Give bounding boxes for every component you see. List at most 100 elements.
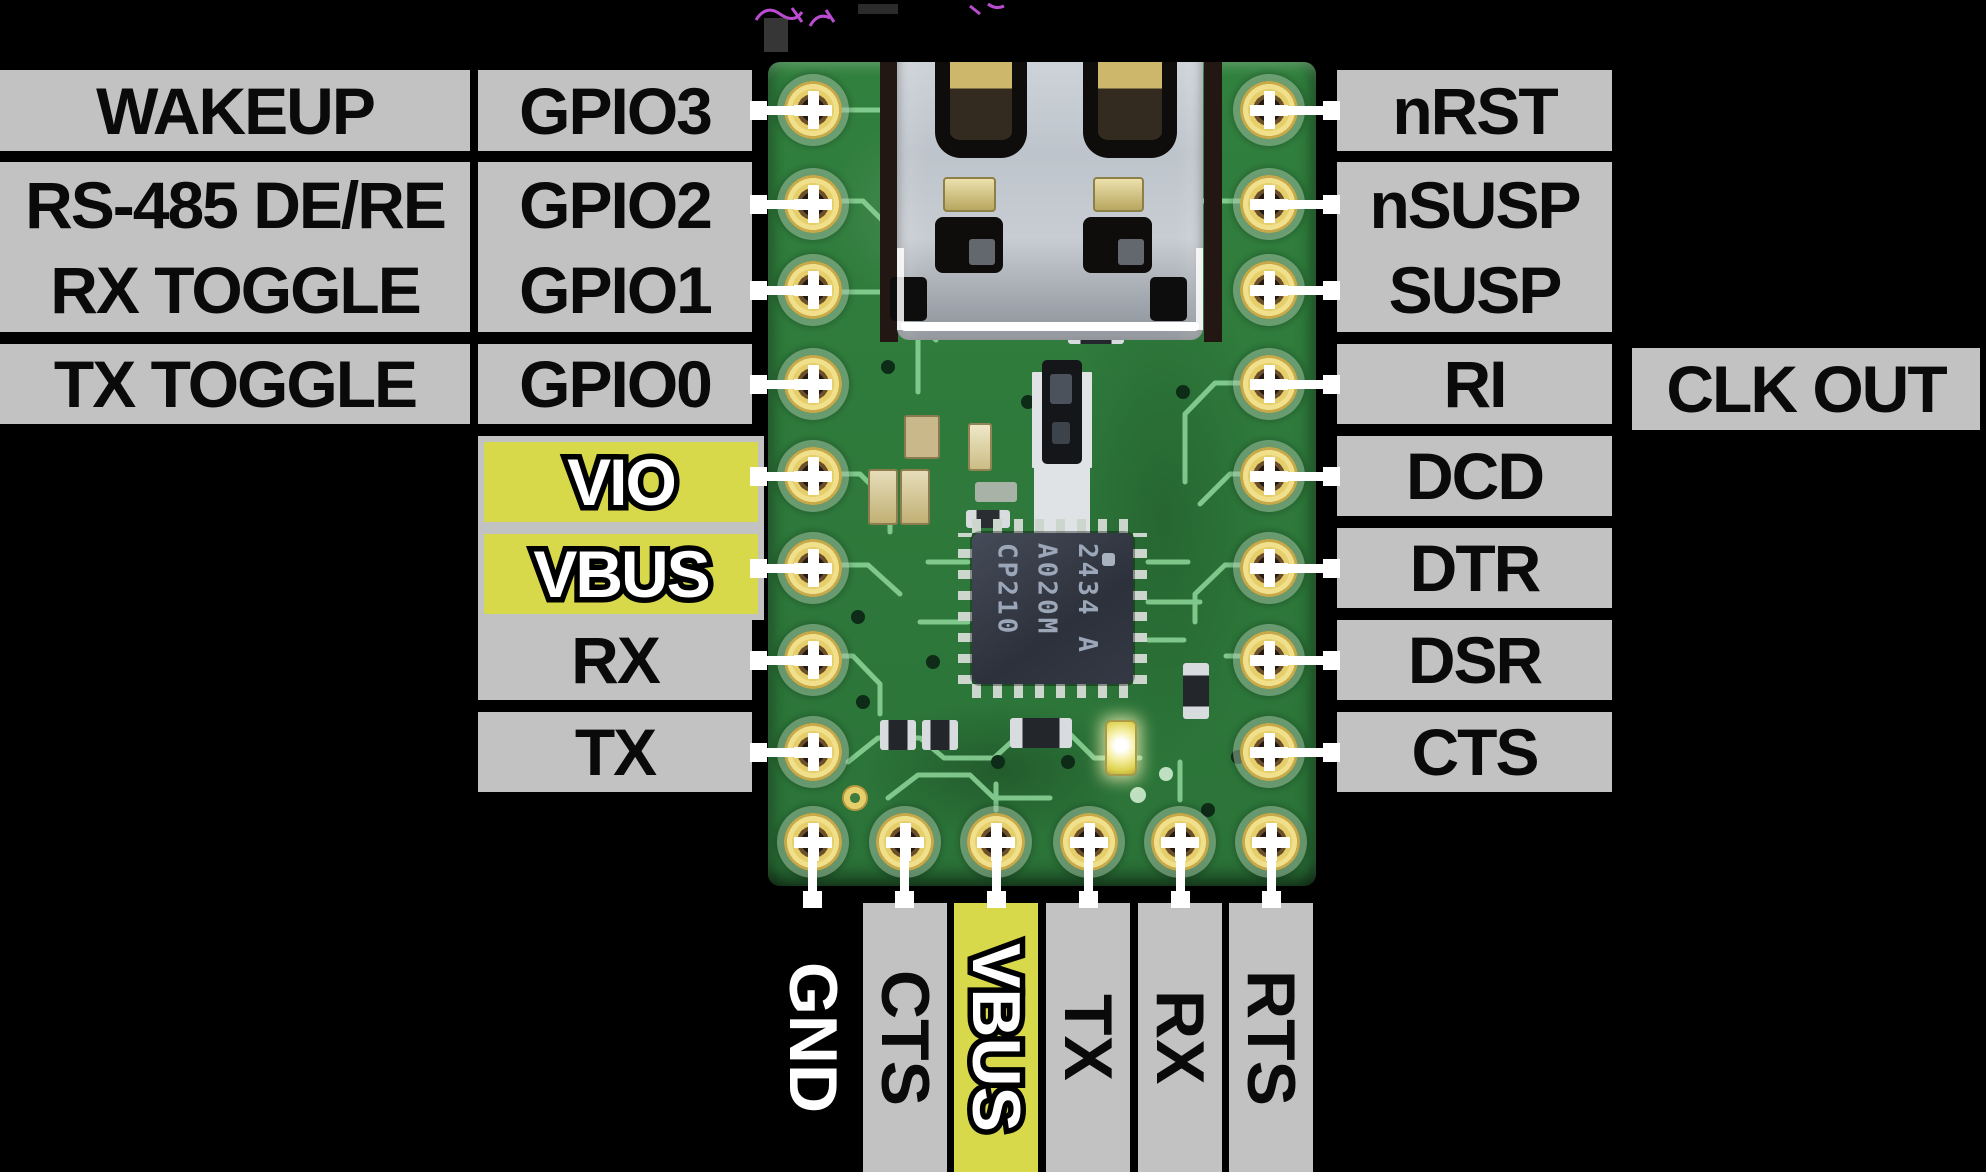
label-cts-bottom: CTS — [863, 903, 947, 1172]
label-dcd: DCD — [1337, 436, 1612, 516]
label-rx-left: RX — [478, 620, 752, 700]
label-rx-bottom: RX — [1138, 903, 1222, 1172]
label-text: CLK OUT — [1666, 352, 1947, 426]
lead-rx-bottom — [1171, 840, 1190, 908]
usb-solder-pad — [1150, 277, 1187, 321]
chip-marking-line: A020M — [1031, 543, 1062, 637]
label-text: RX — [571, 623, 661, 697]
glitch-artifact — [748, 0, 1078, 60]
label-cts-right: CTS — [1337, 712, 1612, 792]
lead-tx-bottom — [1079, 840, 1098, 908]
label-rx-toggle: RX TOGGLE — [0, 247, 470, 332]
label-text: nRST — [1392, 73, 1558, 148]
chip-pins-left — [958, 533, 972, 684]
usb-solder-pad — [890, 277, 927, 321]
label-text: CTS — [1411, 715, 1540, 789]
usb-connector-edge — [880, 62, 898, 342]
usb-cutout — [1083, 217, 1152, 273]
lead-dtr — [1262, 559, 1340, 578]
label-dsr: DSR — [1337, 620, 1612, 700]
smd-resistor — [880, 720, 916, 750]
lead-ri — [1262, 375, 1340, 394]
label-text: GPIO2 — [519, 167, 713, 242]
usb-outline-highlight — [897, 248, 904, 330]
label-text: GPIO0 — [519, 347, 713, 421]
label-vbus-left: VBUS VBUS — [478, 528, 764, 620]
chip-marking-line: CP210 — [991, 543, 1022, 637]
lead-gpio0 — [750, 375, 818, 394]
label-gpio2: GPIO2 — [478, 162, 752, 247]
lead-dsr — [1262, 651, 1340, 670]
label-gpio2-gpio1: GPIO2 GPIO1 — [478, 162, 752, 332]
label-text: DTR — [1409, 531, 1542, 605]
label-text: RTS — [1233, 969, 1309, 1106]
label-rs485: RS-485 DE/RE — [0, 162, 470, 247]
label-text: RX TOGGLE — [50, 252, 421, 327]
smd-capacitor — [900, 469, 930, 525]
label-text: TX — [574, 715, 657, 789]
label-text: GPIO1 — [519, 252, 713, 327]
lead-gpio1 — [750, 281, 818, 300]
label-clk-out: CLK OUT — [1632, 348, 1980, 430]
label-rts-bottom: RTS — [1229, 903, 1313, 1172]
lead-rx-left — [750, 651, 818, 670]
usb-connector-shell — [890, 62, 1203, 340]
label-text: GND GND — [770, 956, 857, 1118]
smd-capacitor — [868, 469, 898, 525]
label-text: RX — [1142, 990, 1218, 1085]
chip-marking: CP210 A020M 2434 A — [986, 543, 1107, 675]
label-text: TX TOGGLE — [53, 347, 418, 421]
label-gpio1: GPIO1 — [478, 247, 752, 332]
smd-resistor — [1010, 718, 1072, 748]
label-text: VBUS VBUS — [528, 536, 716, 613]
label-susp: SUSP — [1337, 247, 1612, 332]
chip-pin1-marker — [1102, 553, 1115, 566]
gold-via — [842, 785, 868, 811]
label-gnd: GND GND — [769, 903, 857, 1172]
lead-rts-bottom — [1262, 840, 1281, 908]
vio-highlight: VIO VIO — [484, 442, 758, 522]
smd-capacitor — [904, 415, 940, 459]
label-dtr: DTR — [1337, 528, 1612, 608]
usb-retention-slot — [935, 62, 1027, 158]
lead-susp — [1262, 281, 1340, 300]
smd-component — [975, 482, 1017, 502]
smd-resistor — [922, 720, 958, 750]
lead-nsusp — [1262, 195, 1340, 214]
lead-nrst — [1262, 101, 1340, 120]
lead-cts-bottom — [895, 840, 914, 908]
label-vbus-bottom: VBUS VBUS — [953, 903, 1040, 1172]
usb-connector — [880, 62, 1222, 398]
usb-contact-nub — [1093, 177, 1144, 212]
usb-outline-highlight — [901, 322, 1199, 331]
smd-transistor — [1042, 360, 1082, 464]
smd-resistor — [1183, 663, 1209, 719]
usb-outline-highlight — [1196, 248, 1203, 330]
label-nrst: nRST — [1337, 70, 1612, 151]
smd-capacitor — [968, 423, 992, 471]
label-tx-bottom: TX — [1046, 903, 1130, 1172]
label-text: WAKEUP — [96, 73, 376, 148]
label-tx-toggle: TX TOGGLE — [0, 344, 470, 424]
label-rs485-rxtoggle: RS-485 DE/RE RX TOGGLE — [0, 162, 470, 332]
cp210x-chip: CP210 A020M 2434 A — [972, 533, 1133, 684]
lead-tx-left — [750, 743, 818, 762]
label-gpio3: GPIO3 — [478, 70, 752, 151]
label-tx-left: TX — [478, 712, 752, 792]
lead-vbus-bottom — [987, 840, 1006, 908]
label-text: TX — [1050, 994, 1126, 1081]
lead-vbus-left — [750, 559, 818, 578]
label-nsusp-susp: nSUSP SUSP — [1337, 162, 1612, 332]
chip-pins-bottom — [972, 684, 1133, 698]
label-ri: RI — [1337, 344, 1612, 424]
chip-marking-line: 2434 A — [1071, 543, 1102, 655]
pcb-board: CP210 A020M 2434 A — [768, 62, 1316, 886]
usb-contact-nub — [943, 177, 996, 212]
lead-gnd — [803, 840, 822, 908]
label-wakeup: WAKEUP — [0, 70, 470, 151]
label-text: RI — [1443, 347, 1508, 421]
label-text: DSR — [1407, 623, 1543, 697]
led — [1105, 720, 1137, 776]
label-nsusp: nSUSP — [1337, 162, 1612, 247]
